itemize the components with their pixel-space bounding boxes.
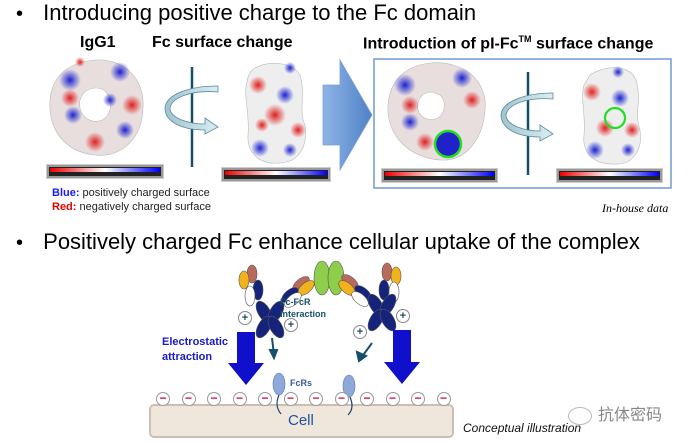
rotation-arrow-icon: [164, 67, 219, 167]
plus-charge: +: [238, 311, 252, 325]
bullet-symbol: •: [16, 232, 24, 254]
fcfcr-label: Fc-FcR Interaction: [280, 296, 326, 320]
fc-surface-model: [245, 62, 306, 164]
electrostatic-line2: attraction: [162, 351, 213, 363]
minus-charge: −: [207, 392, 221, 406]
electrostatic-line1: Electrostatic: [162, 336, 229, 348]
fcrs-label: FcRs: [290, 378, 313, 388]
wechat-icon: [568, 406, 592, 425]
cell-label: Cell: [288, 412, 314, 429]
pifc-label: Introduction of pI-FcTM surface change: [363, 34, 653, 53]
pifc-prefix: Introduction of pI-Fc: [363, 35, 519, 53]
electrostatic-arrow-icon: [384, 330, 420, 384]
bullet-symbol: •: [16, 3, 24, 25]
watermark-text: 抗体密码: [598, 407, 663, 424]
minus-charge: −: [181, 392, 196, 406]
antibody-complex: [238, 260, 402, 339]
fcfcr-arrow-icon: [268, 337, 279, 361]
fcr-receptor-icon: [272, 372, 286, 415]
bullet-2-text: Positively charged Fc enhance cellular u…: [43, 229, 640, 254]
fc-surface-label: Fc surface change: [152, 34, 293, 51]
plus-charge: +: [396, 309, 410, 323]
bullet-2: • Positively charged Fc enhance cellular…: [16, 229, 640, 255]
charge-color-scale: [222, 168, 330, 181]
tm-mark: TM: [518, 34, 532, 44]
electrostatic-arrow-icon: [228, 332, 264, 385]
minus-charge: −: [156, 392, 170, 406]
charge-color-scale: [47, 165, 163, 178]
fcr-receptor-icon: [342, 374, 356, 416]
legend-red: Red: negatively charged surface: [52, 201, 211, 213]
rotation-arrow-icon: [500, 72, 554, 175]
pifc-panel-frame: [373, 58, 672, 189]
legend-blue: Blue: positively charged surface: [52, 187, 210, 199]
minus-charge: −: [283, 392, 298, 406]
minus-charge: −: [385, 392, 400, 406]
minus-charge: −: [334, 392, 349, 406]
legend-blue-text: positively charged surface: [79, 187, 210, 199]
legend-red-key: Red:: [52, 201, 77, 213]
bullet-1-text: Introducing positive charge to the Fc do…: [43, 0, 477, 25]
source-note: In-house data: [602, 201, 669, 215]
minus-charge: −: [309, 392, 323, 406]
minus-charge: −: [232, 392, 247, 406]
fcfcr-arrow-icon: [355, 342, 373, 363]
highlight-circle: [433, 129, 463, 159]
igg1-label: IgG1: [80, 34, 116, 51]
charge-color-scale: [557, 169, 662, 182]
electrostatic-label: Electrostatic attraction: [162, 335, 228, 365]
legend-blue-key: Blue:: [52, 187, 80, 199]
minus-charge: −: [411, 392, 425, 406]
minus-charge: −: [436, 392, 451, 406]
highlight-circle: [603, 106, 627, 130]
minus-charge: −: [258, 392, 272, 406]
pifc-fc-surface-model: [582, 66, 641, 165]
bullet-1: • Introducing positive charge to the Fc …: [16, 0, 476, 26]
legend-red-text: negatively charged surface: [76, 201, 211, 213]
fcfcr-line1: Fc-FcR: [280, 297, 311, 307]
cell-membrane: [149, 404, 454, 438]
plus-charge: +: [353, 325, 367, 339]
fcfcr-line2: Interaction: [280, 309, 327, 319]
minus-charge: −: [360, 392, 374, 406]
pifc-igg1-surface-model: [387, 62, 486, 161]
pifc-suffix: surface change: [531, 35, 654, 53]
igg1-surface-model: [49, 57, 144, 156]
plus-charge: +: [284, 318, 298, 332]
watermark: 抗体密码: [568, 401, 662, 425]
caption: Conceptual illustration: [463, 421, 582, 435]
big-right-arrow-icon: [322, 58, 373, 172]
charge-color-scale: [382, 169, 497, 182]
